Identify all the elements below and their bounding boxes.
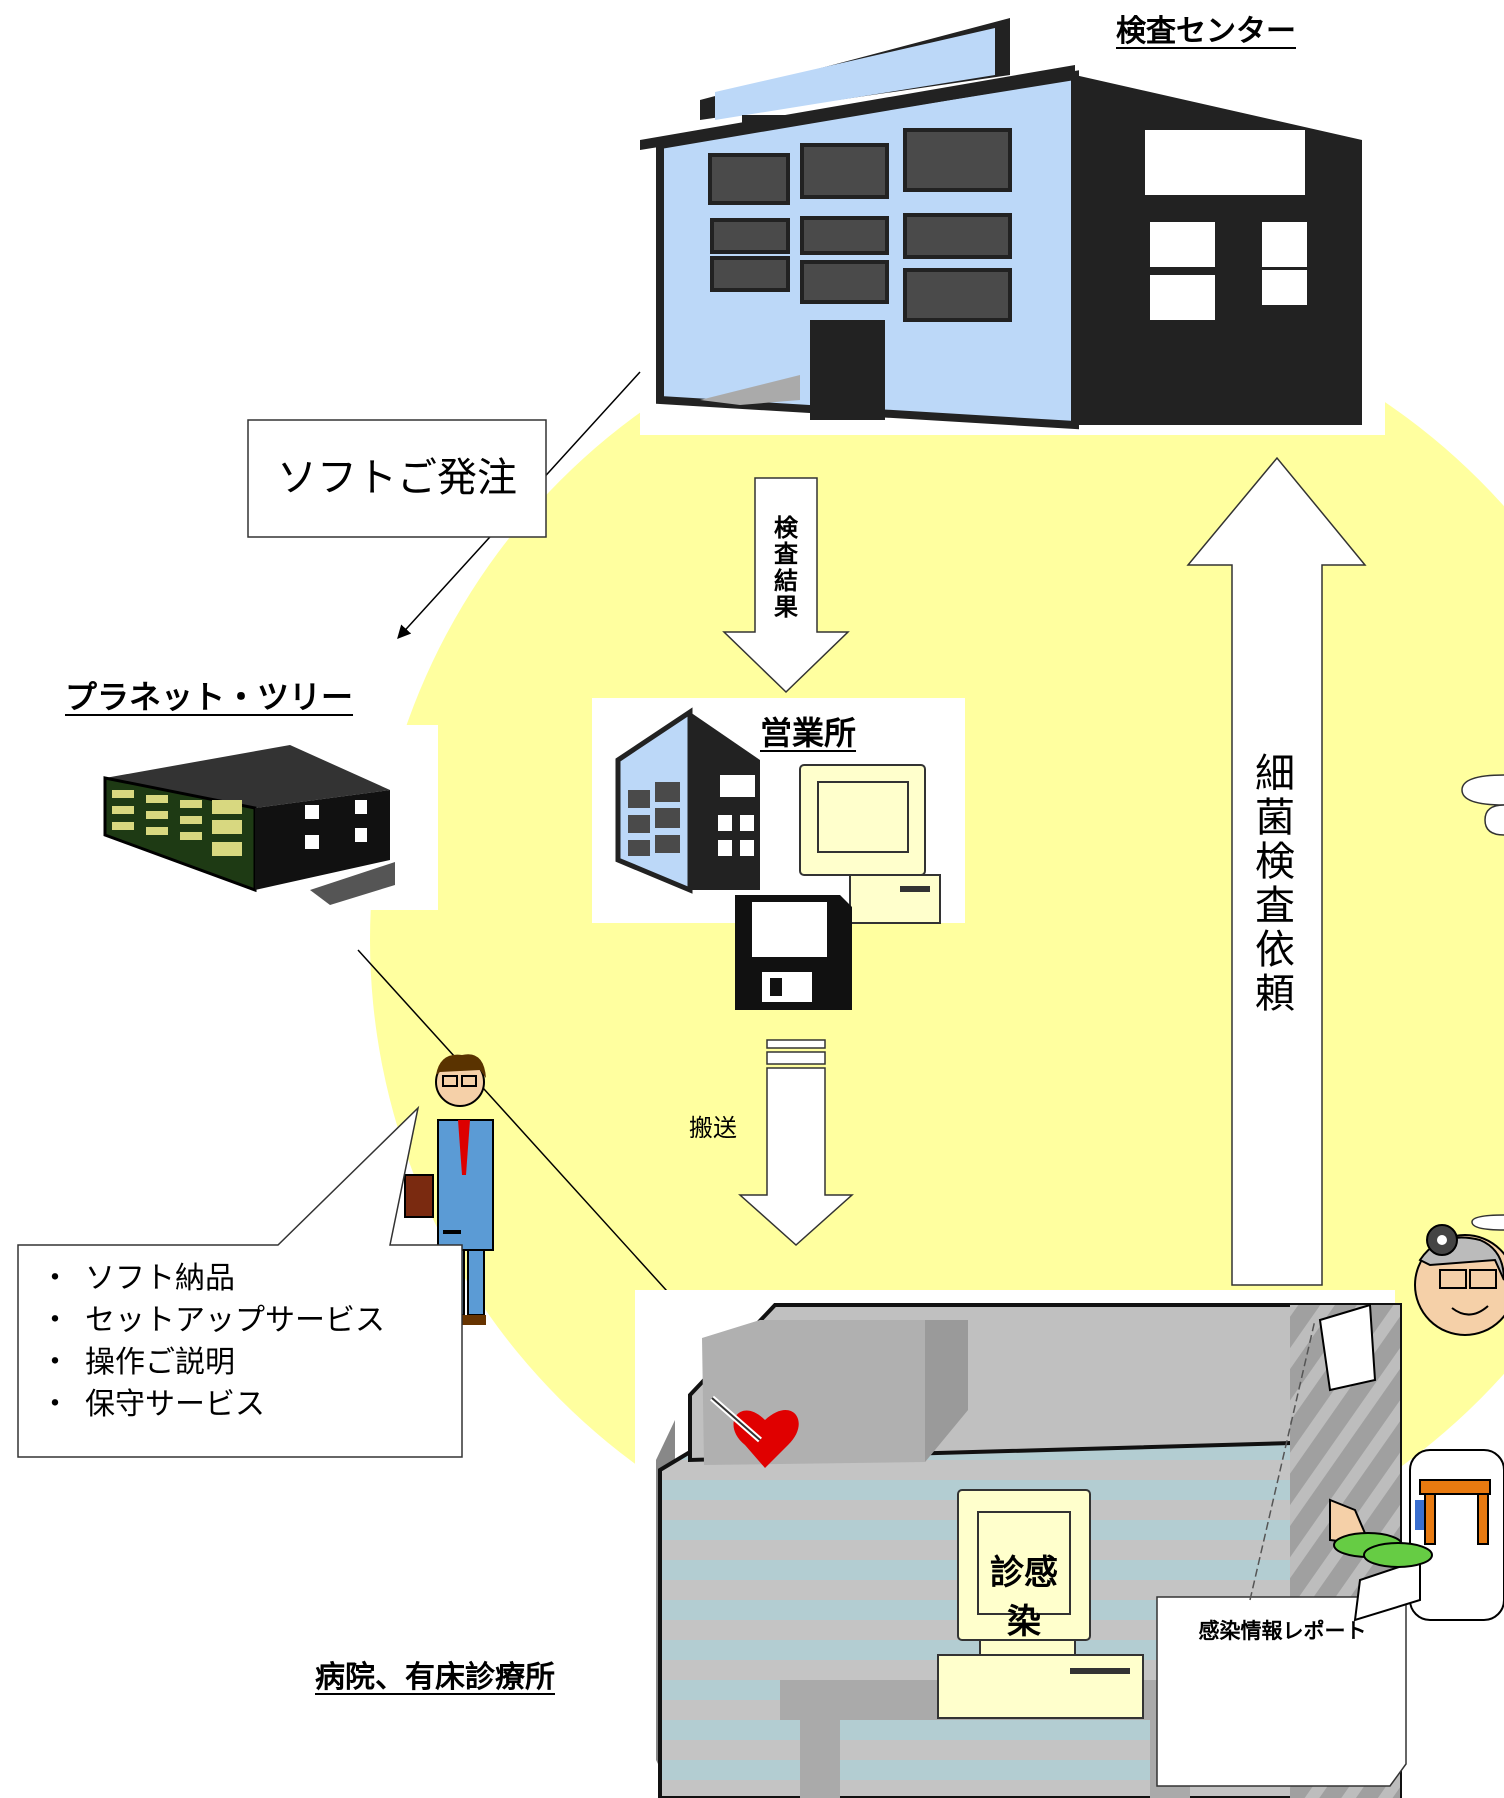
background-circle xyxy=(370,290,1504,1590)
service-item: ・保守サービス xyxy=(40,1387,265,1422)
transport-label: 搬送 xyxy=(689,1114,737,1142)
transport-down-arrow xyxy=(738,1039,854,1247)
result-down-arrow xyxy=(722,477,850,694)
monitor-label: 診感染 xyxy=(990,1553,1058,1642)
request-up-arrow xyxy=(1186,456,1367,1286)
center-label: 検査センター xyxy=(1116,14,1296,49)
service-item: ・セットアップサービス xyxy=(40,1303,385,1338)
services-callout xyxy=(17,1105,463,1458)
floppy-disk-icon xyxy=(735,895,852,1010)
service-item: ・ソフト納品 xyxy=(40,1261,235,1296)
doctor-figure xyxy=(1318,1224,1504,1622)
salesman-figure xyxy=(404,1054,494,1325)
heart-syringe-icon xyxy=(710,1395,799,1468)
service-item: ・操作ご説明 xyxy=(40,1345,235,1380)
planet-tree-label: プラネット・ツリー xyxy=(65,678,354,716)
order-box xyxy=(247,419,547,538)
sales-office-illustration xyxy=(592,698,965,924)
bacteria-request-label: 細 菌 検 査 依 頼 xyxy=(1255,751,1295,1017)
hospital-label: 病院、有床診療所 xyxy=(315,1660,555,1695)
thought-bubbles xyxy=(1461,774,1504,1231)
inspection-center-building xyxy=(640,18,1385,435)
order-label: ソフトご発注 xyxy=(277,455,517,501)
report-label: 感染情報レポート xyxy=(1198,1619,1367,1643)
monitor-illustration xyxy=(937,1489,1144,1719)
delivery-line xyxy=(357,949,687,1314)
inspection-result-label: 検 査 結 果 xyxy=(774,514,798,622)
planet-tree-building xyxy=(88,725,438,910)
services-list: ・ソフト納品 ・セットアップサービス ・操作ご説明 ・保守サービス xyxy=(40,1258,385,1426)
sales-office-label: 営業所 xyxy=(760,714,857,752)
